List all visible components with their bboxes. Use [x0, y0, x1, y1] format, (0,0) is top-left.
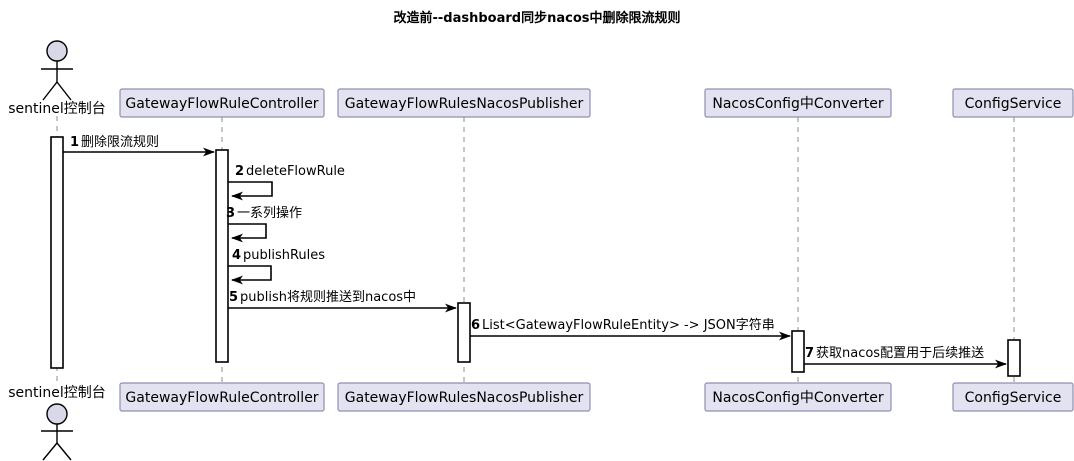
actor-bottom-sentinel-console: sentinel控制台 [8, 385, 106, 461]
participant-bottom-converter[interactable]: NacosConfig中Converter [704, 382, 892, 412]
participant-top-controller-box[interactable] [119, 88, 325, 118]
message-3-self-loop [228, 223, 267, 243]
message-4-label: publishRules [243, 248, 325, 263]
message-4: 4 publishRules [228, 248, 325, 285]
message-5-seq: 5 [229, 290, 238, 305]
diagram-title: 改造前--dashboard同步nacos中删除限流规则 [394, 10, 681, 26]
message-2-seq: 2 [235, 164, 244, 179]
participant-top-publisher-label: GatewayFlowRulesNacosPublisher [345, 96, 584, 112]
message-1: 1 删除限流规则 [63, 135, 215, 157]
message-6-label: List<GatewayFlowRuleEntity> -> JSON字符串 [482, 317, 775, 333]
message-5: 5 publish将规则推送到nacos中 [228, 290, 457, 313]
participant-bottom-publisher-box[interactable] [337, 382, 591, 412]
message-6-seq: 6 [471, 318, 480, 333]
message-3: 3 一系列操作 [226, 205, 302, 243]
activation-controller [215, 149, 229, 363]
message-2: 2 deleteFlowRule [228, 164, 345, 201]
message-2-label: deleteFlowRule [246, 164, 345, 179]
activation-publisher [457, 302, 471, 363]
participant-top-converter-box[interactable] [704, 88, 892, 118]
participant-bottom-controller[interactable]: GatewayFlowRuleController [119, 382, 325, 412]
actor-bottom-label: sentinel控制台 [8, 385, 106, 401]
actor-top-label: sentinel控制台 [8, 101, 106, 117]
activation-actor [50, 136, 64, 369]
activation-configservice [1007, 339, 1021, 377]
message-7-label: 获取nacos配置用于后续推送 [816, 346, 984, 361]
message-1-label: 删除限流规则 [81, 135, 159, 150]
participant-bottom-publisher[interactable]: GatewayFlowRulesNacosPublisher [337, 382, 591, 412]
participant-bottom-configservice-box[interactable] [952, 382, 1074, 412]
participant-top-controller[interactable]: GatewayFlowRuleController [119, 88, 325, 118]
actor-leg-right-icon [56, 81, 72, 101]
message-1-seq: 1 [70, 135, 79, 150]
participant-top-publisher[interactable]: GatewayFlowRulesNacosPublisher [337, 88, 591, 118]
actor-leg-left-icon [42, 81, 58, 101]
message-7-seq: 7 [805, 346, 814, 361]
participant-top-publisher-box[interactable] [337, 88, 591, 118]
actor-bottom-leg-left-icon [42, 442, 58, 461]
participant-bottom-publisher-label: GatewayFlowRulesNacosPublisher [345, 390, 584, 406]
message-3-label: 一系列操作 [237, 205, 302, 221]
participant-top-converter-label: NacosConfig中Converter [712, 96, 883, 112]
message-3-seq: 3 [226, 206, 235, 221]
message-4-self-loop [228, 265, 272, 285]
participant-bottom-converter-label: NacosConfig中Converter [712, 390, 883, 406]
actor-top-sentinel-console: sentinel控制台 [8, 40, 106, 117]
participant-bottom-configservice-label: ConfigService [965, 390, 1062, 406]
actor-head-icon [46, 40, 68, 62]
participant-top-configservice-box[interactable] [952, 88, 1074, 118]
participant-top-configservice-label: ConfigService [965, 96, 1062, 112]
message-2-self-loop [228, 181, 273, 201]
participant-top-converter[interactable]: NacosConfig中Converter [704, 88, 892, 118]
participant-top-controller-label: GatewayFlowRuleController [125, 96, 318, 112]
activation-converter [791, 330, 805, 373]
participant-bottom-configservice[interactable]: ConfigService [952, 382, 1074, 412]
message-5-label: publish将规则推送到nacos中 [240, 290, 416, 305]
message-7: 7 获取nacos配置用于后续推送 [804, 346, 1007, 369]
participant-bottom-controller-box[interactable] [119, 382, 325, 412]
message-6: 6 List<GatewayFlowRuleEntity> -> JSON字符串 [470, 317, 791, 341]
participant-bottom-converter-box[interactable] [704, 382, 892, 412]
actor-bottom-head-icon [46, 403, 68, 425]
participant-bottom-controller-label: GatewayFlowRuleController [125, 390, 318, 406]
message-4-seq: 4 [232, 248, 241, 263]
actor-bottom-leg-right-icon [56, 442, 72, 461]
participant-top-configservice[interactable]: ConfigService [952, 88, 1074, 118]
